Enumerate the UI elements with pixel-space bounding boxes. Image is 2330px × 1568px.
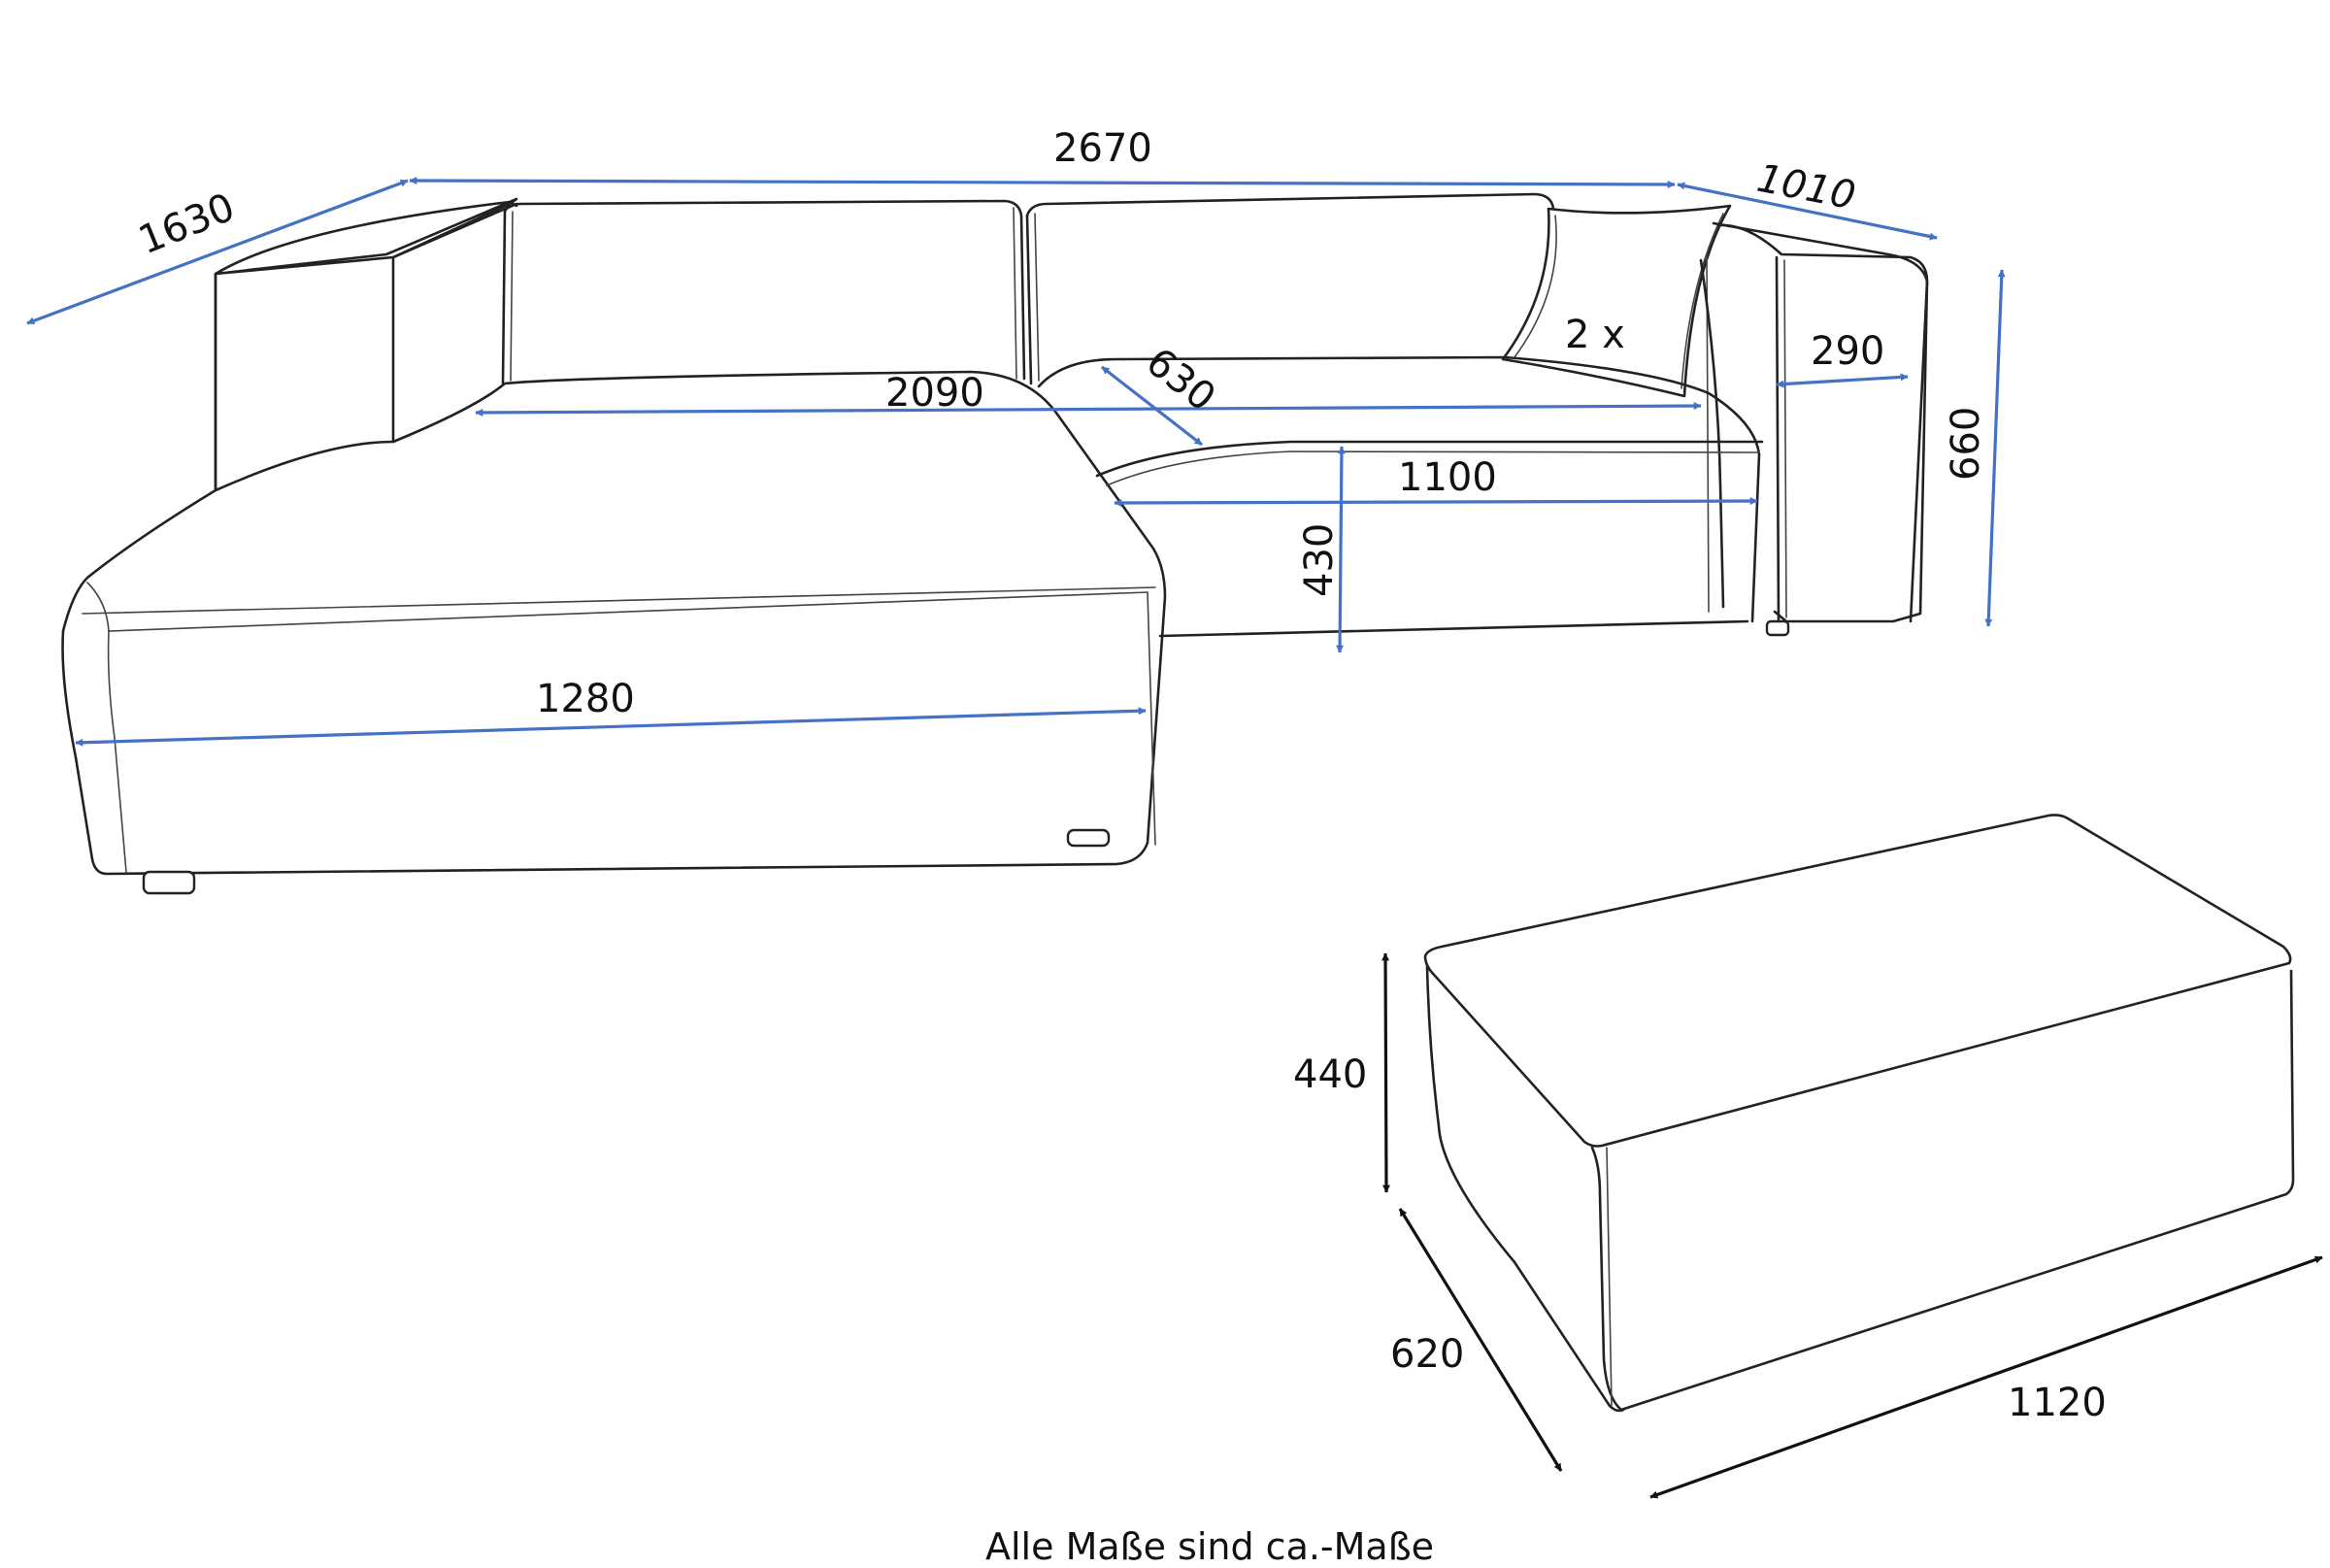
chaise-seat bbox=[61, 370, 1167, 876]
ottoman-dimensions: 440 620 1120 bbox=[1293, 952, 2323, 1499]
throw-pillow bbox=[1501, 204, 1732, 398]
dim-line-1120 bbox=[1649, 1255, 2323, 1499]
caption: Alle Maße sind ca.-Maße bbox=[985, 1525, 1434, 1568]
dim-line-1630 bbox=[26, 179, 409, 325]
sofa-dimensions: 1630 2670 1010 2090 630 2 x 290 660 1100… bbox=[26, 126, 2006, 747]
sofa-foot bbox=[1066, 828, 1111, 848]
corner-sofa bbox=[61, 192, 1929, 895]
dim-line-2670 bbox=[409, 177, 1676, 188]
ottoman-top bbox=[1423, 814, 2292, 1148]
dim-line-290 bbox=[1776, 373, 1909, 388]
ottoman-front-face bbox=[1590, 969, 2295, 1412]
dim-label-290: 290 bbox=[1811, 329, 1884, 374]
ottoman bbox=[1423, 814, 2295, 1413]
dim-label-620: 620 bbox=[1390, 1332, 1464, 1377]
dim-label-660: 660 bbox=[1944, 407, 1988, 481]
dim-line-630 bbox=[1101, 365, 1203, 447]
right-armrest bbox=[1716, 223, 1929, 623]
dim-label-2090: 2090 bbox=[885, 371, 984, 416]
dim-label-2670: 2670 bbox=[1053, 126, 1152, 171]
dim-label-1280: 1280 bbox=[536, 677, 635, 721]
dim-line-1010 bbox=[1677, 182, 1938, 241]
dim-line-430 bbox=[1336, 446, 1346, 653]
dim-label-430: 430 bbox=[1297, 523, 1342, 597]
dim-line-440 bbox=[1381, 952, 1390, 1193]
dim-line-1100 bbox=[1114, 497, 1758, 507]
dim-line-660 bbox=[1984, 269, 2006, 627]
dim-label-1120: 1120 bbox=[2008, 1381, 2107, 1425]
dim-label-440: 440 bbox=[1293, 1052, 1367, 1097]
sofa-foot bbox=[1765, 619, 1790, 637]
back-cushion-right bbox=[1025, 192, 1555, 217]
sofa-foot bbox=[142, 870, 196, 895]
dim-label-1630: 1630 bbox=[133, 184, 242, 263]
back-cushion-left bbox=[503, 199, 1026, 381]
ottoman-left-face bbox=[1425, 964, 1625, 1413]
dim-label-1010: 1010 bbox=[1753, 156, 1859, 219]
dim-line-620 bbox=[1398, 1208, 1563, 1472]
dim-line-2090 bbox=[475, 402, 1702, 417]
dim-line-1280 bbox=[75, 707, 1147, 747]
left-armrest bbox=[214, 197, 518, 492]
cushion-count-label: 2 x bbox=[1565, 313, 1625, 357]
seat-cushion-right bbox=[1037, 355, 1761, 456]
dim-label-1100: 1100 bbox=[1398, 455, 1497, 500]
